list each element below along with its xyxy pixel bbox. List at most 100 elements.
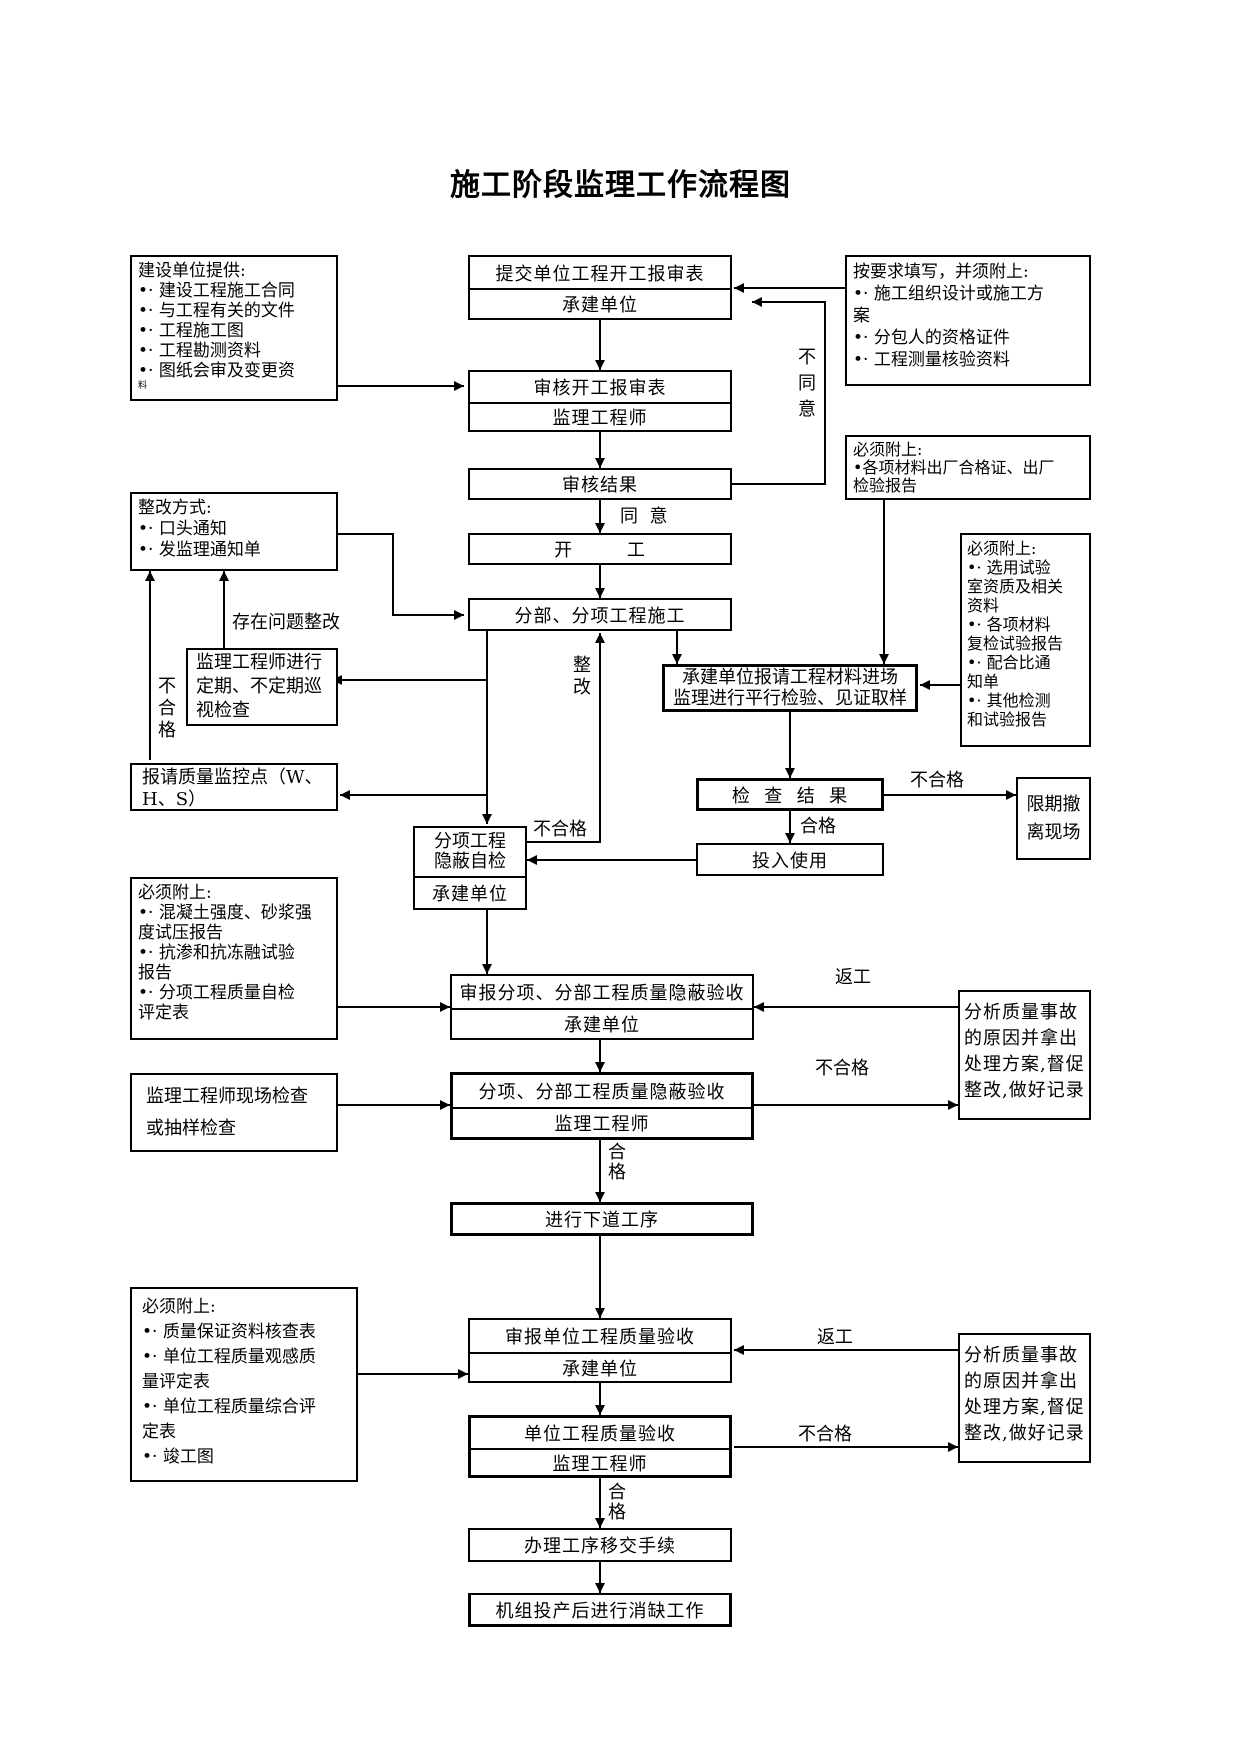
fill-attach-note: 按要求填写，并须附上: •· 施工组织设计或施工方 案 •· 分包人的资格证件 …	[845, 255, 1091, 386]
concrete-note-line-1: 必须附上:	[138, 883, 212, 903]
self-check-line-2: 隐蔽自检	[434, 851, 506, 872]
analysis-2-line-1: 分析质量事故	[964, 1345, 1078, 1366]
material-note-line-1: 必须附上:	[853, 440, 923, 459]
analysis-2-line-2: 的原因并拿出	[964, 1371, 1078, 1392]
check-result-box: 检 查 结 果	[696, 778, 884, 811]
start-work-box: 开 工	[468, 533, 732, 565]
material-note-line-2: •各项材料出厂合格证、出厂	[853, 458, 1055, 477]
review-report-party: 监理工程师	[470, 402, 730, 430]
owner-note-line-3: •· 与工程有关的文件	[138, 301, 295, 321]
material-entry-line-1: 承建单位报请工程材料进场	[682, 667, 898, 688]
material-note-line-3: 检验报告	[853, 476, 918, 495]
concrete-note-line-7: 评定表	[138, 1003, 189, 1023]
owner-note-line-1: 建设单位提供:	[138, 261, 246, 281]
unit-note-line-1: 必须附上:	[142, 1297, 216, 1317]
owner-note-line-5: •· 工程勘测资料	[138, 341, 261, 361]
unit-note-line-2: •· 质量保证资料核查表	[142, 1322, 316, 1342]
review-report-title: 审核开工报审表	[533, 378, 667, 399]
self-check-party: 承建单位	[415, 876, 525, 908]
lab-note-line-5: •· 各项材料	[967, 615, 1051, 634]
withdraw-box: 限期撤 离现场	[1016, 777, 1091, 860]
concrete-note-line-3: 度试压报告	[138, 923, 223, 943]
lab-attach-note: 必须附上: •· 选用试验 室资质及相关 资料 •· 各项材料 复检试验报告 •…	[960, 533, 1091, 747]
declare-unit-party: 承建单位	[470, 1352, 730, 1381]
unit-note-line-3: •· 单位工程质量观感质	[142, 1347, 316, 1367]
unit-note-line-7: •· 竣工图	[142, 1447, 214, 1467]
rectify-note-line-1: 整改方式:	[138, 498, 212, 518]
rework-label-1: 返工	[835, 967, 871, 988]
material-entry-line-2: 监理进行平行检验、见证取样	[673, 688, 907, 709]
inspection-box: 监理工程师进行 定期、不定期巡 视检查	[186, 648, 338, 726]
declare-hidden-party: 承建单位	[452, 1008, 752, 1038]
qualified-label-2: 合格	[608, 1482, 626, 1523]
handover-box: 办理工序移交手续	[468, 1528, 732, 1562]
quality-point-line-1: 报请质量监控点（W、	[142, 767, 323, 788]
hidden-accept-title: 分项、分部工程质量隐蔽验收	[478, 1082, 726, 1103]
owner-note-line-7: 料	[138, 381, 148, 391]
owner-note-line-6: •· 图纸会审及变更资	[138, 361, 295, 381]
review-report-box: 审核开工报审表 监理工程师	[468, 370, 732, 432]
problem-rectify-label: 存在问题整改	[232, 612, 340, 633]
material-attach-note: 必须附上: •各项材料出厂合格证、出厂 检验报告	[845, 435, 1091, 500]
quality-point-box: 报请质量监控点（W、 H、S）	[130, 763, 338, 811]
rectify-method-note: 整改方式: •· 口头通知 •· 发监理通知单	[130, 492, 338, 571]
unqualified-hidden-label: 不合格	[815, 1058, 869, 1079]
unit-note-line-6: 定表	[142, 1422, 176, 1442]
unit-note-line-5: •· 单位工程质量综合评	[142, 1397, 316, 1417]
unit-note-line-4: 量评定表	[142, 1372, 210, 1392]
agree-label: 同 意	[620, 506, 668, 527]
put-in-use-label: 投入使用	[752, 850, 828, 872]
concrete-note-line-5: 报告	[138, 963, 172, 983]
qualified-label: 合格	[800, 816, 836, 837]
onsite-check-line-2: 或抽样检查	[146, 1118, 236, 1139]
analysis-box-1: 分析质量事故 的原因并拿出 处理方案,督促 整改,做好记录	[958, 990, 1091, 1120]
lab-note-line-6: 复检试验报告	[967, 634, 1064, 653]
owner-note-line-4: •· 工程施工图	[138, 321, 244, 341]
fill-note-line-5: •· 工程测量核验资料	[853, 350, 1010, 370]
withdraw-line-1: 限期撤	[1026, 793, 1081, 815]
lab-note-line-2: •· 选用试验	[967, 558, 1051, 577]
arrow-disagree-loop	[732, 297, 826, 485]
concrete-note-line-6: •· 分项工程质量自检	[138, 983, 295, 1003]
rectify-note-line-3: •· 发监理通知单	[138, 540, 261, 560]
owner-provides-note: 建设单位提供: •· 建设工程施工合同 •· 与工程有关的文件 •· 工程施工图…	[130, 255, 338, 401]
rectify-label: 整改	[573, 655, 591, 698]
lab-note-line-1: 必须附上:	[967, 539, 1037, 558]
onsite-check-box: 监理工程师现场检查 或抽样检查	[130, 1073, 338, 1152]
unqualified-right-label: 不合格	[910, 770, 964, 791]
review-result-box: 审核结果	[468, 468, 732, 500]
unit-accept-box: 单位工程质量验收 监理工程师	[468, 1415, 732, 1478]
material-entry-box: 承建单位报请工程材料进场 监理进行平行检验、见证取样	[662, 664, 918, 712]
qualified-label-1: 合格	[608, 1142, 626, 1183]
owner-note-line-2: •· 建设工程施工合同	[138, 281, 295, 301]
inspection-line-2: 定期、不定期巡	[196, 676, 322, 697]
put-in-use-box: 投入使用	[696, 843, 884, 876]
lab-note-line-9: •· 其他检测	[967, 691, 1051, 710]
arrow-selfcheck-rectify	[525, 633, 605, 843]
analysis-box-2: 分析质量事故 的原因并拿出 处理方案,督促 整改,做好记录	[958, 1333, 1091, 1463]
analysis-1-line-1: 分析质量事故	[964, 1002, 1078, 1023]
unqualified-unit-label: 不合格	[798, 1424, 852, 1445]
declare-unit-title: 审报单位工程质量验收	[505, 1327, 695, 1348]
lab-note-line-4: 资料	[967, 596, 1000, 615]
disagree-label: 不同意	[798, 347, 816, 420]
self-check-line-1: 分项工程	[434, 831, 506, 852]
concrete-note-line-2: •· 混凝土强度、砂浆强	[138, 903, 312, 923]
analysis-1-line-3: 处理方案,督促	[964, 1054, 1085, 1075]
next-process-box: 进行下道工序	[450, 1202, 754, 1236]
page-title: 施工阶段监理工作流程图	[450, 168, 791, 203]
fill-note-line-3: 案	[853, 306, 870, 326]
unit-accept-title: 单位工程质量验收	[524, 1424, 676, 1445]
submit-report-title: 提交单位工程开工报审表	[495, 263, 705, 285]
sub-construction-box: 分部、分项工程施工	[468, 598, 732, 631]
rework-label-2: 返工	[817, 1327, 853, 1348]
self-check-box: 分项工程 隐蔽自检 承建单位	[413, 826, 527, 910]
concrete-attach-note: 必须附上: •· 混凝土强度、砂浆强 度试压报告 •· 抗渗和抗冻融试验 报告 …	[130, 877, 338, 1040]
inspection-line-1: 监理工程师进行	[196, 652, 322, 673]
quality-point-line-2: H、S）	[142, 789, 207, 810]
submit-report-box: 提交单位工程开工报审表 承建单位	[468, 255, 732, 320]
unqualified-self-label: 不合格	[533, 819, 587, 840]
hidden-accept-party: 监理工程师	[453, 1107, 751, 1137]
lab-note-line-3: 室资质及相关	[967, 577, 1064, 596]
